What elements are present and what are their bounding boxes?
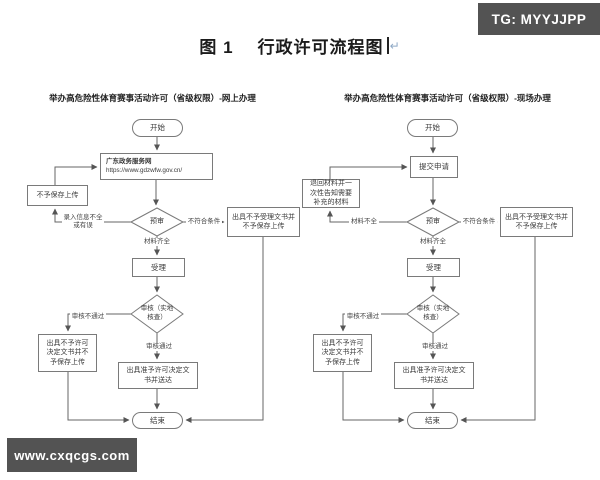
left-edge-label-fail: 审核不通过	[70, 313, 106, 321]
left-review-diamond	[130, 294, 184, 334]
text-cursor	[386, 37, 389, 54]
right-edge-label-incomplete: 材料不全	[349, 218, 379, 226]
right-start-node: 开始	[407, 119, 458, 137]
right-reject-acceptance-node: 出具不予受理文书并不予保存上传	[500, 207, 573, 237]
left-acceptance-node: 受理	[132, 258, 185, 277]
left-reject-acceptance-node: 出具不予受理文书并不予保存上传	[227, 207, 300, 237]
right-submit-node: 提交申请	[410, 156, 458, 178]
watermark-bottom-left: www.cxqcgs.com	[7, 438, 137, 472]
left-end-node: 结束	[132, 412, 183, 429]
left-grant-license-node: 出具准予许可决定文书并送达	[118, 362, 198, 389]
title-text: 行政许可流程图	[257, 38, 384, 57]
left-pre-review-diamond	[129, 207, 185, 237]
flowchart-right-subtitle: 举办高危险性体育赛事活动许可（省级权限）-现场办理	[344, 93, 551, 103]
right-pre-review-label: 预审	[426, 218, 440, 225]
left-edge-label-incomplete: 录入信息不全或有误	[62, 214, 104, 230]
right-end-node: 结束	[407, 412, 458, 429]
left-start-node: 开始	[132, 119, 183, 137]
watermark-top-right: TG: MYYJJPP	[478, 3, 600, 35]
right-edge-label-fail: 审核不通过	[345, 313, 381, 321]
right-grant-license-node: 出具准予许可决定文书并送达	[394, 362, 474, 389]
right-edge-label-complete: 材料齐全	[419, 238, 447, 246]
left-review-label: 审核（实地核查）	[140, 305, 174, 321]
left-no-save-node: 不予保存上传	[27, 185, 88, 206]
right-acceptance-node: 受理	[407, 258, 460, 277]
right-edge-label-pass: 审核通过	[420, 343, 450, 351]
right-review-diamond	[406, 294, 460, 334]
left-portal-url: https://www.gdzwfw.gov.cn/	[106, 166, 183, 174]
left-portal-name: 广东政务服务网	[106, 158, 152, 165]
right-edge-label-mismatch: 不符合条件	[461, 218, 497, 226]
right-reject-license-node: 出具不予许可决定文书并不予保存上传	[313, 334, 372, 372]
left-reject-license-node: 出具不予许可决定文书并不予保存上传	[38, 334, 97, 372]
paragraph-return-icon: ↵	[389, 38, 401, 53]
right-return-materials-node: 退回材料并一次性告知需要补充的材料	[302, 179, 360, 208]
figure-label: 图 1	[199, 38, 234, 57]
left-edge-label-mismatch: 不符合条件	[186, 218, 222, 226]
flowchart-left-subtitle: 举办高危险性体育赛事活动许可（省级权限）-网上办理	[49, 93, 256, 103]
left-pre-review-label: 预审	[150, 218, 164, 225]
page-title: 图 1 行政许可流程图 ↵	[0, 33, 600, 58]
left-edge-label-complete: 材料齐全	[143, 238, 171, 246]
left-edge-label-pass: 审核通过	[144, 343, 174, 351]
left-portal-node: 广东政务服务网 https://www.gdzwfw.gov.cn/	[100, 153, 213, 180]
right-review-label: 审核（实地核查）	[416, 305, 450, 321]
right-pre-review-diamond	[405, 207, 461, 237]
